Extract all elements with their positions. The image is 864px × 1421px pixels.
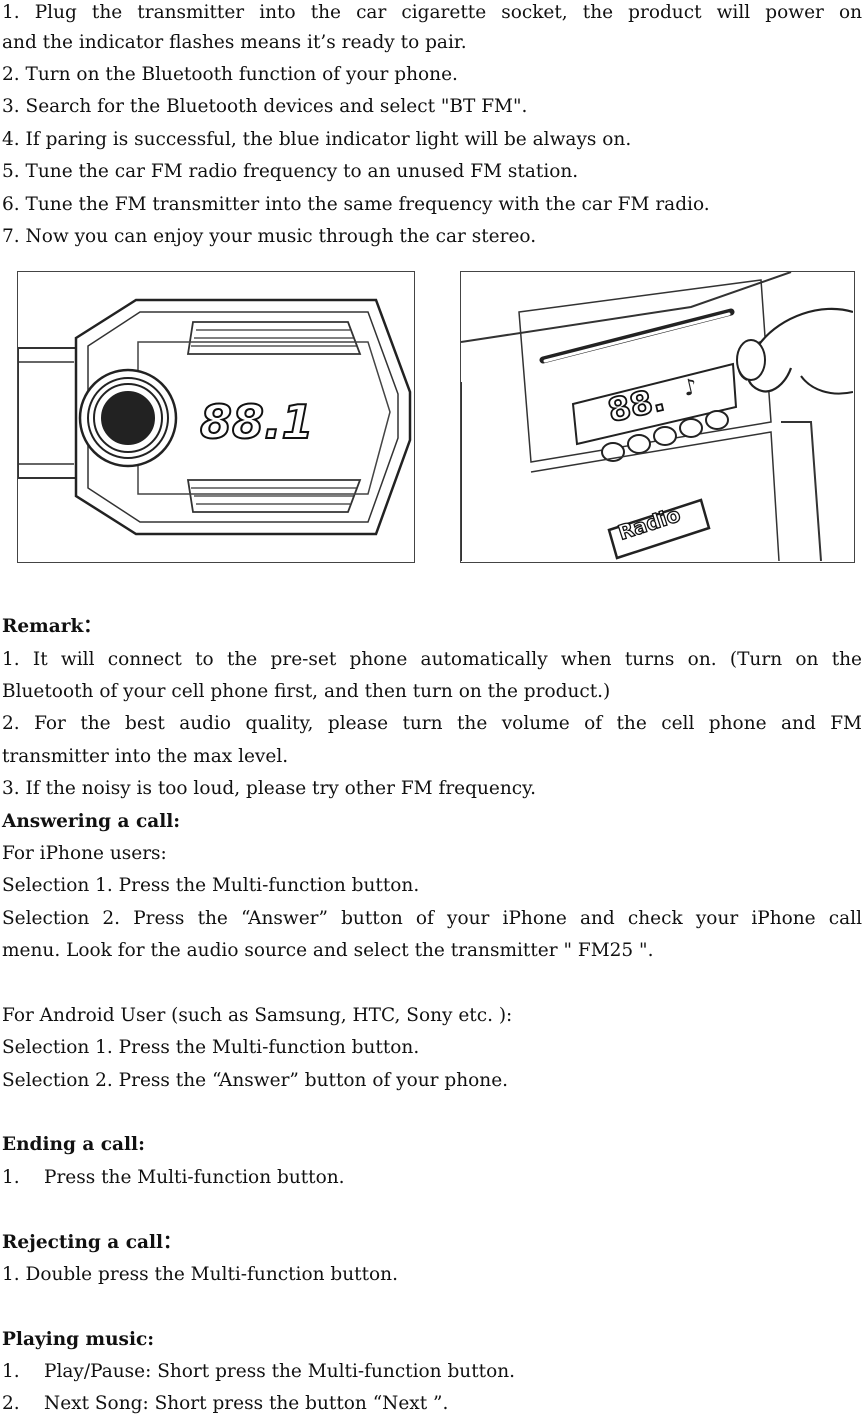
remark-line-2: Bluetooth of your cell phone first, and … [2, 681, 611, 702]
answering-heading: Answering a call: [2, 811, 181, 832]
hand-finger [736, 339, 766, 381]
rejecting-heading: Rejecting a call： [2, 1232, 182, 1253]
transmitter-display-text: 88.1 [200, 395, 314, 449]
iphone-intro: For iPhone users: [2, 843, 167, 864]
ending-item-number: 1. [2, 1167, 20, 1188]
android-selection-2: Selection 2. Press the “Answer” button o… [2, 1070, 509, 1091]
radio-preset-button-3 [653, 426, 677, 446]
ending-item-text: Press the Multi-function button. [44, 1167, 345, 1188]
step-7: 7. Now you can enjoy your music through … [2, 226, 537, 247]
ending-item: 1. Press the Multi-function button. [2, 1162, 862, 1194]
remark-line-3: 2. For the best audio quality, please tu… [2, 713, 862, 734]
radio-preset-button-4 [679, 418, 703, 438]
transmitter-figure: 88.1 [17, 271, 415, 563]
iphone-selection-2a: Selection 2. Press the “Answer” button o… [2, 908, 862, 929]
radio-music-note-icon: ♪ [681, 374, 700, 402]
step-1-line-b: and the indicator flashes means it’s rea… [2, 32, 467, 53]
playing-heading: Playing music: [2, 1329, 155, 1350]
step-5: 5. Tune the car FM radio frequency to an… [2, 161, 579, 182]
playing-item-2-text: Next Song: Short press the button “Next … [44, 1393, 449, 1414]
radio-preset-button-2 [627, 434, 651, 454]
remark-line-1: 1. It will connect to the pre-set phone … [2, 649, 862, 670]
step-4: 4. If paring is successful, the blue ind… [2, 129, 632, 150]
remark-line-5: 3. If the noisy is too loud, please try … [2, 778, 536, 799]
playing-item-1-number: 1. [2, 1361, 20, 1382]
step-6: 6. Tune the FM transmitter into the same… [2, 194, 710, 215]
playing-item-1: 1. Play/Pause: Short press the Multi-fun… [2, 1356, 862, 1388]
android-intro: For Android User (such as Samsung, HTC, … [2, 1005, 513, 1026]
rejecting-line: 1. Double press the Multi-function butto… [2, 1264, 398, 1285]
playing-item-1-text: Play/Pause: Short press the Multi-functi… [44, 1361, 516, 1382]
remark-line-4: transmitter into the max level. [2, 746, 289, 767]
radio-illustration: 88. ♪ Radio [460, 271, 854, 562]
transmitter-illustration: 88.1 [17, 298, 412, 536]
step-2: 2. Turn on the Bluetooth function of you… [2, 64, 458, 85]
step-3: 3. Search for the Bluetooth devices and … [2, 96, 528, 117]
android-selection-1: Selection 1. Press the Multi-function bu… [2, 1037, 420, 1058]
iphone-selection-2b: menu. Look for the audio source and sele… [2, 940, 654, 961]
radio-figure: 88. ♪ Radio [460, 271, 855, 563]
iphone-selection-1: Selection 1. Press the Multi-function bu… [2, 875, 420, 896]
playing-item-2: 2. Next Song: Short press the button “Ne… [2, 1388, 862, 1420]
radio-preset-button-5 [705, 410, 729, 430]
radio-preset-button-1 [601, 442, 625, 462]
playing-item-2-number: 2. [2, 1393, 20, 1414]
remark-heading: Remark： [2, 616, 102, 637]
step-1-line-a: 1. Plug the transmitter into the car cig… [2, 2, 862, 23]
ending-heading: Ending a call: [2, 1134, 145, 1155]
